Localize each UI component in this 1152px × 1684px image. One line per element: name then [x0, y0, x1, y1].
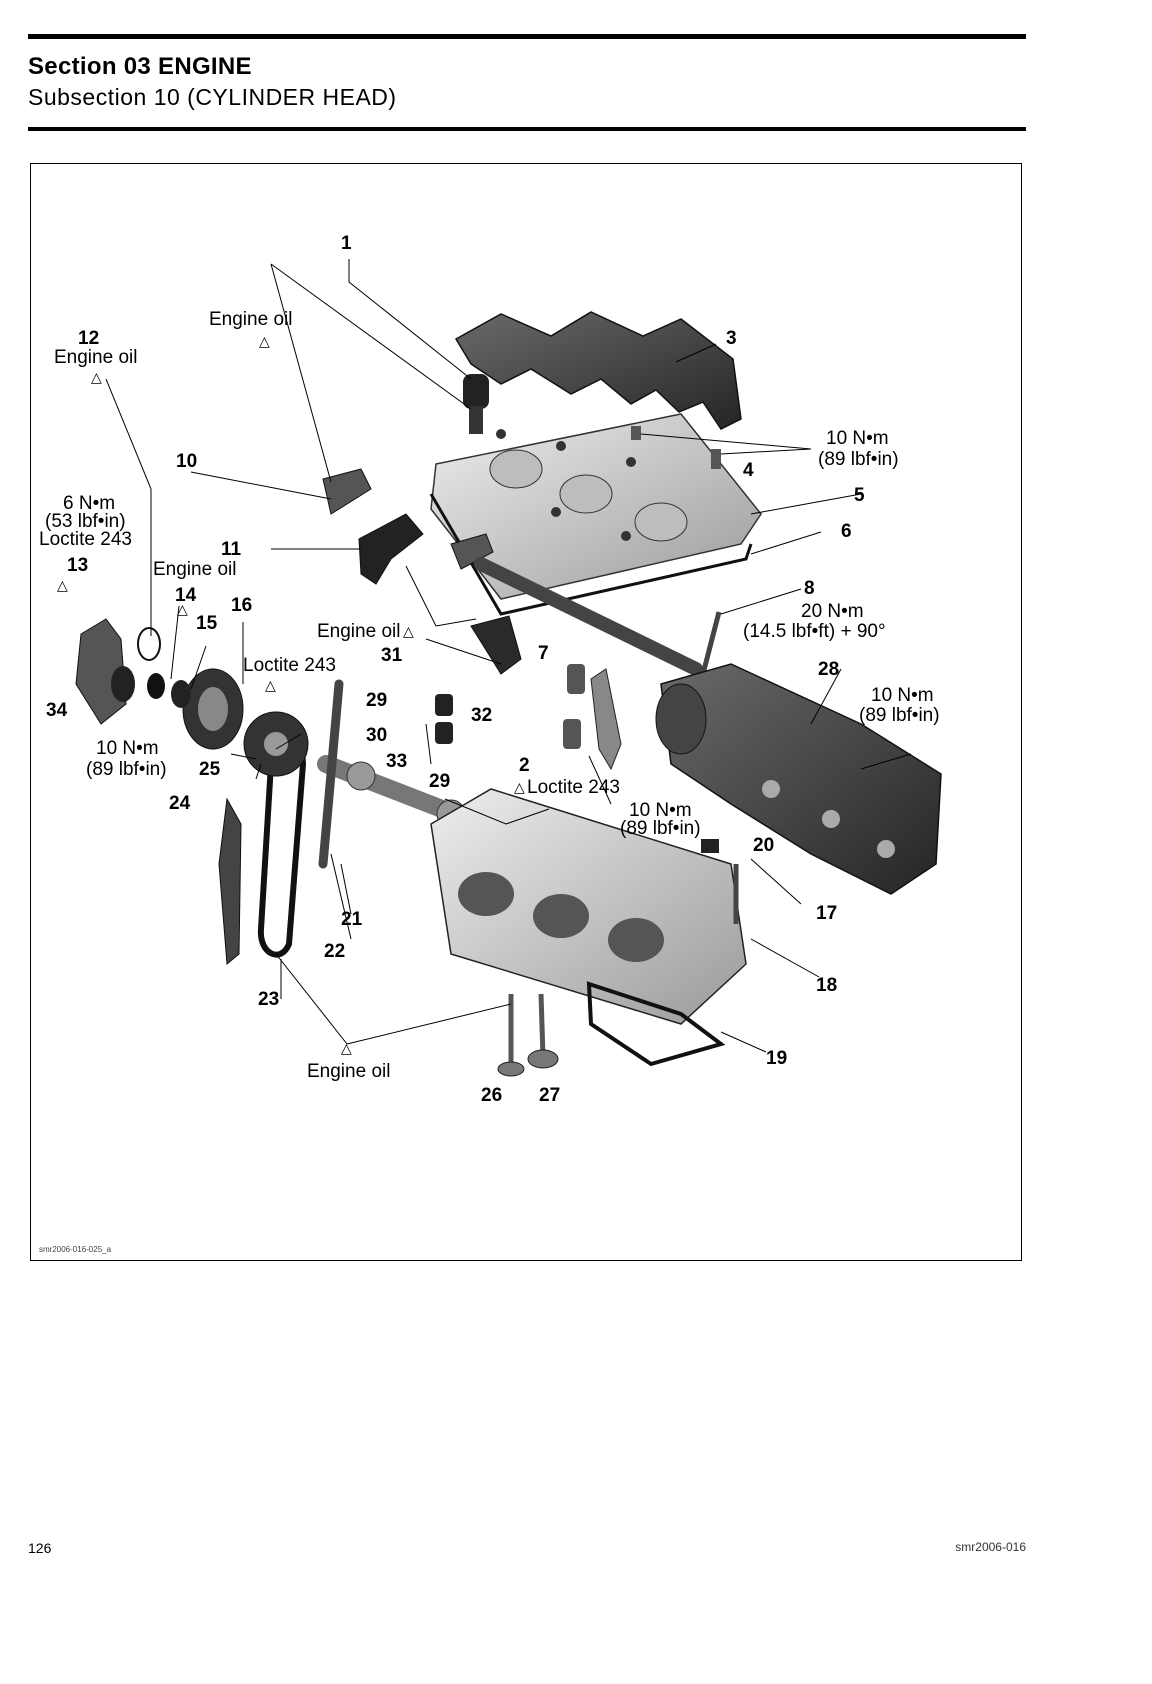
engine-oil-label-1: Engine oil: [209, 309, 293, 330]
part-19-head-gasket: [586, 981, 726, 1067]
torque-20-lbf: (89 lbf•in): [620, 818, 701, 839]
torque-4-nm: 10 N•m: [826, 428, 889, 449]
part-number-13: 13: [67, 555, 89, 576]
torque-13-nm: 6 N•m: [63, 493, 116, 514]
engine-oil-label-bottom: Engine oil: [307, 1061, 391, 1082]
part-8-head-bolt: [700, 611, 722, 675]
part-22-chain-guide: [318, 679, 344, 869]
part-number-22: 22: [324, 941, 346, 962]
part-number-15: 15: [196, 613, 218, 634]
part-number-5: 5: [854, 485, 865, 506]
loctite-label-16: Loctite 243: [243, 655, 336, 676]
part-number-8: 8: [804, 578, 815, 599]
part-number-33: 33: [386, 751, 408, 772]
part-number-11: 11: [221, 539, 242, 560]
engine-oil-label-7: Engine oil: [317, 621, 401, 642]
part-number-7: 7: [538, 643, 549, 664]
loctite-label-13: Loctite 243: [39, 529, 132, 550]
part-number-25: 25: [199, 759, 221, 780]
part-7-tensioner: [470, 615, 522, 675]
part-number-32: 32: [471, 705, 493, 726]
part-number-30: 30: [366, 725, 388, 746]
loctite-drop-icon: △: [514, 779, 525, 795]
oil-drop-icon: △: [403, 623, 414, 639]
part-number-1: 1: [341, 233, 352, 254]
part-number-20: 20: [753, 835, 775, 856]
part-4-bolts: [631, 426, 721, 469]
part-number-34: 34: [46, 700, 68, 721]
part-23-timing-chain: [243, 711, 309, 958]
loctite-drop-icon: △: [265, 677, 276, 693]
torque-25-lbf: (89 lbf•in): [86, 759, 167, 780]
part-number-6: 6: [841, 521, 852, 542]
subsection-title: Subsection 10 (CYLINDER HEAD): [28, 84, 397, 110]
part-16-cover: [182, 668, 244, 750]
document-code: smr2006-016: [955, 1540, 1026, 1554]
part-number-24: 24: [169, 793, 191, 814]
part-number-27: 27: [539, 1085, 561, 1106]
loctite-drop-icon: △: [57, 577, 68, 593]
torque-28-lbf: (89 lbf•in): [859, 705, 940, 726]
part-number-29-upper: 29: [366, 690, 388, 711]
torque-28-nm: 10 N•m: [871, 685, 934, 706]
part-number-14: 14: [175, 585, 197, 606]
rocker-shaft: [474, 557, 703, 676]
part-number-26: 26: [481, 1085, 503, 1106]
part-number-29-lower: 29: [429, 771, 451, 792]
part-number-10: 10: [176, 451, 198, 472]
page-number: 126: [28, 1540, 52, 1556]
engine-illustration: [75, 259, 942, 1077]
oil-drop-icon: △: [177, 601, 188, 617]
part-number-17: 17: [816, 903, 838, 924]
torque-4-lbf: (89 lbf•in): [818, 449, 899, 470]
part-number-21: 21: [341, 909, 363, 930]
part-number-2: 2: [519, 755, 530, 776]
part-34-housing: [75, 618, 135, 725]
oil-drop-icon: △: [91, 369, 102, 385]
loctite-label-2: Loctite 243: [527, 777, 620, 798]
part-15-seal: [171, 680, 191, 708]
part-number-31: 31: [381, 645, 403, 666]
part-5-valve-cover: [430, 413, 762, 600]
part-11-rocker-arm: [358, 513, 494, 585]
part-number-12: 12: [78, 328, 100, 349]
torque-25-nm: 10 N•m: [96, 738, 159, 759]
section-title: Section 03 ENGINE: [28, 53, 252, 80]
torque-8-lbf: (14.5 lbf•ft) + 90°: [743, 621, 886, 642]
header-bottom-rule: [28, 127, 1026, 131]
torque-8-nm: 20 N•m: [801, 601, 864, 622]
figure-code: smr2006-016-025_a: [39, 1245, 112, 1254]
part-27-valve: [527, 993, 559, 1069]
part-1-oil-filler: [463, 374, 489, 434]
leader-lines: [105, 259, 912, 1053]
engine-oil-label-12: Engine oil: [54, 347, 138, 368]
torque-13-lbf: (53 lbf•in): [45, 511, 126, 532]
part-number-16: 16: [231, 595, 253, 616]
part-number-23: 23: [258, 989, 280, 1010]
part-20-plug: [701, 839, 719, 853]
exploded-view-figure: 1 3 4 5 6 7 8 10 11 12 13 14 15 16 17 18…: [30, 163, 1022, 1261]
oil-drop-icon: △: [341, 1040, 352, 1056]
part-28-intake-manifold: [655, 663, 942, 895]
part-number-18: 18: [816, 975, 838, 996]
part-18-cylinder-head: [430, 788, 747, 1025]
oil-drop-icon: △: [259, 333, 270, 349]
part-number-3: 3: [726, 328, 737, 349]
header-top-rule: [28, 34, 1026, 39]
part-29-spring: [435, 664, 585, 749]
part-26-valve: [497, 994, 525, 1077]
part-number-4: 4: [743, 460, 754, 481]
part-10-rocker-arm: [322, 468, 372, 515]
torque-20-nm: 10 N•m: [629, 800, 692, 821]
part-24-chain-guide: [218, 797, 242, 966]
engine-oil-label-14: Engine oil: [153, 559, 237, 580]
part-number-19: 19: [766, 1048, 788, 1069]
part-3-cover-plate: [454, 311, 742, 430]
part-14-seal: [147, 673, 165, 699]
part-2-rocker-bracket: [590, 668, 622, 771]
part-12-o-ring: [137, 627, 161, 661]
part-number-28: 28: [818, 659, 840, 680]
